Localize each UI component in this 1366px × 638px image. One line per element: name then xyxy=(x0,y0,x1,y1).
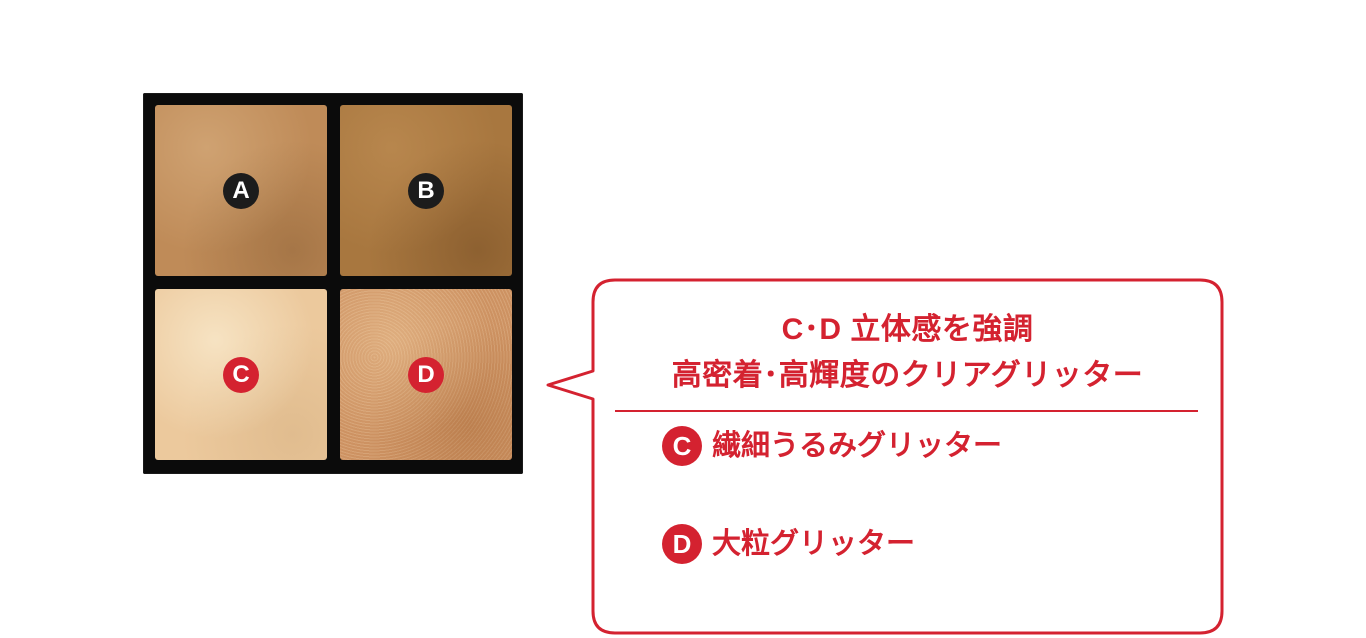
shadow-pan-d: D xyxy=(340,289,512,460)
feature-text-c: 繊細うるみグリッター xyxy=(712,430,1003,462)
feature-text-d: 大粒グリッター xyxy=(712,528,916,560)
callout-title-line-2: 高密着･高輝度のクリアグリッター xyxy=(671,359,1144,392)
feature-badge-d: D xyxy=(662,524,702,564)
shadow-pan-c: C xyxy=(155,289,327,460)
feature-badge-c: C xyxy=(662,426,702,466)
feature-item-c: C 繊細うるみグリッター xyxy=(662,426,1002,466)
callout-divider xyxy=(615,410,1198,412)
speech-bubble-outline xyxy=(546,278,1224,635)
feature-item-d: D 大粒グリッター xyxy=(662,524,915,564)
pan-badge-b: B xyxy=(408,172,444,209)
shadow-pan-b: B xyxy=(340,105,512,276)
eyeshadow-palette: A B C D xyxy=(143,93,523,474)
callout-title-line-1: C･D 立体感を強調 xyxy=(781,313,1034,346)
shadow-pan-a: A xyxy=(155,105,327,276)
pan-badge-a: A xyxy=(223,172,259,209)
pan-badge-d: D xyxy=(408,356,444,393)
pan-badge-c: C xyxy=(223,356,259,393)
